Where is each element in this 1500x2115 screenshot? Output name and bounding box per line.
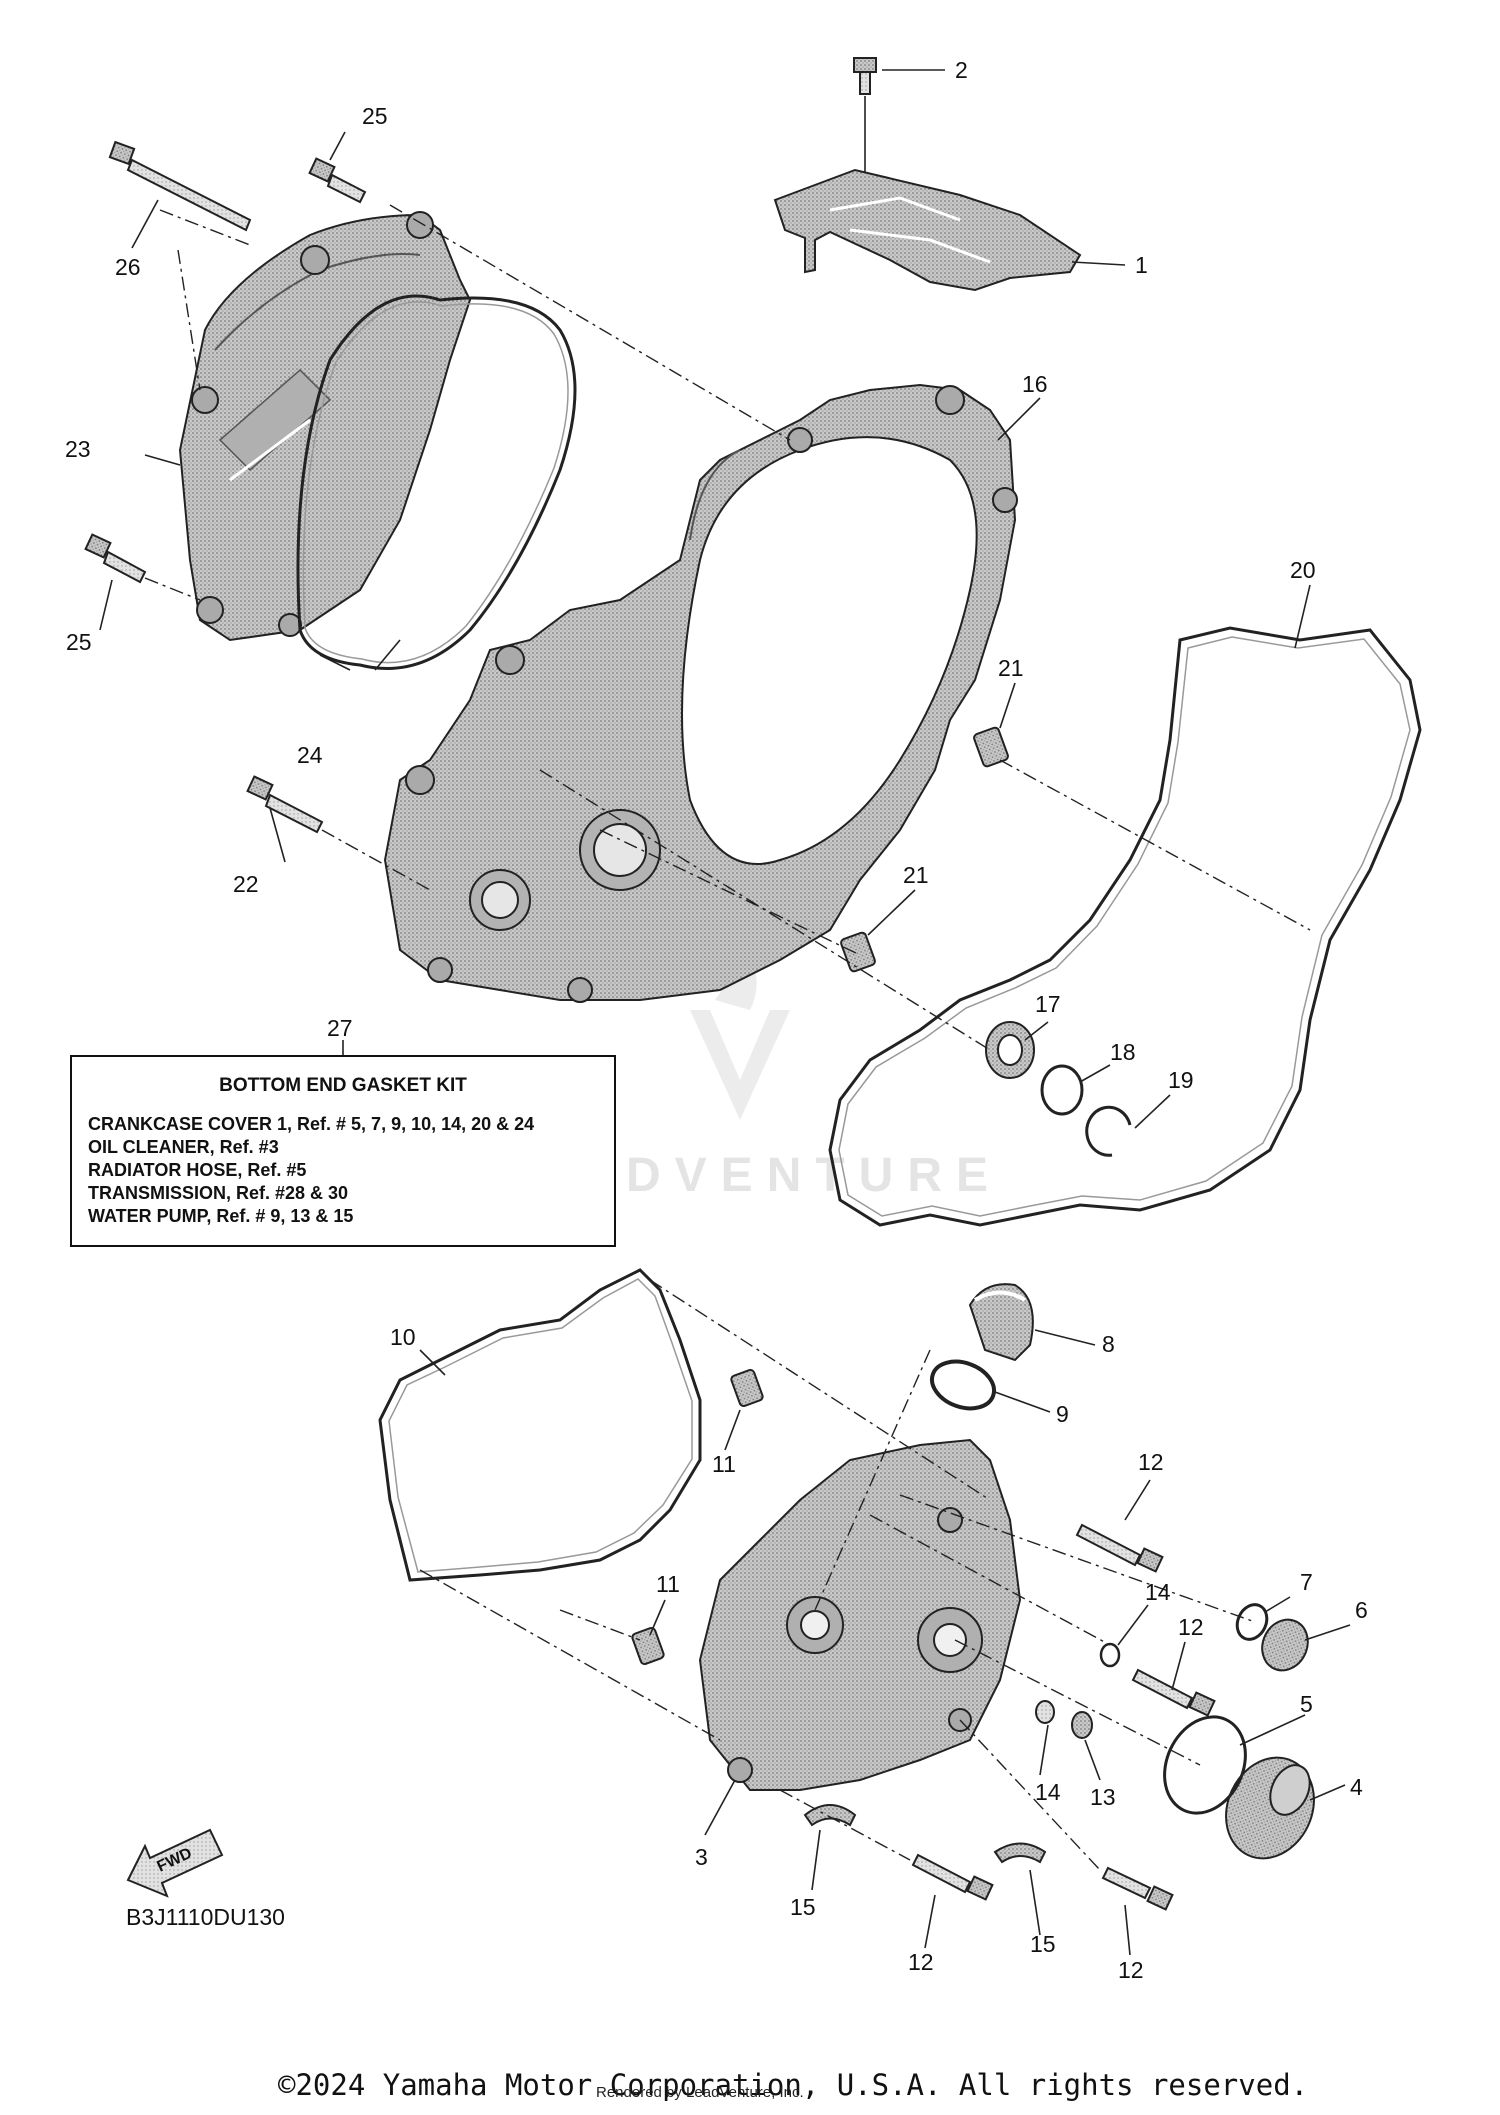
callout: 13 <box>1090 1784 1116 1810</box>
callout: 23 <box>65 436 91 462</box>
callout: 14 <box>1145 1579 1171 1605</box>
kit-title: BOTTOM END GASKET KIT <box>219 1075 467 1096</box>
part-bolt-12-c <box>911 1853 994 1901</box>
callout: 1 <box>1135 252 1148 278</box>
part-bracket <box>773 168 1082 292</box>
part-oring-5 <box>1163 1715 1247 1815</box>
callout: 8 <box>1102 1331 1115 1357</box>
callout: 6 <box>1355 1597 1368 1623</box>
dash-lines <box>144 204 1311 1871</box>
callout: 14 <box>1035 1779 1061 1805</box>
part-dowel-21-lower <box>840 931 876 973</box>
part-pump-cap-4 <box>1225 1756 1315 1860</box>
callout: 9 <box>1056 1401 1069 1427</box>
part-washer-14-upper <box>1099 1642 1121 1668</box>
rendered-by: Rendered by LeadVenture, Inc. <box>596 2084 804 2101</box>
callout: 24 <box>297 742 323 768</box>
part-bolt-12-a <box>1075 1523 1164 1573</box>
kit-line: RADIATOR HOSE, Ref. #5 <box>88 1160 307 1180</box>
callout: 3 <box>695 1844 708 1870</box>
callout: 2 <box>955 57 968 83</box>
callout: 7 <box>1300 1569 1313 1595</box>
part-bolt-12-b <box>1131 1668 1216 1717</box>
part-crankcase-cover <box>383 383 1018 1003</box>
callout: 21 <box>998 655 1024 681</box>
kit-line: WATER PUMP, Ref. # 9, 13 & 15 <box>88 1206 354 1226</box>
part-bolt-26 <box>108 140 252 232</box>
callout: 15 <box>1030 1931 1056 1957</box>
part-oring-9 <box>930 1359 996 1411</box>
part-bolt-25-left <box>84 533 147 584</box>
part-bolt-25-top <box>308 157 367 204</box>
part-washer-13 <box>1071 1711 1093 1739</box>
part-dowel-21-upper <box>973 726 1009 768</box>
part-water-pump-cover <box>698 1438 1022 1791</box>
callout: 18 <box>1110 1039 1136 1065</box>
callout: 19 <box>1168 1067 1194 1093</box>
part-circlip-18 <box>1040 1064 1084 1116</box>
callout: 12 <box>1178 1614 1204 1640</box>
callouts: 2 1 3 4 5 6 7 8 9 10 11 11 12 12 12 12 1… <box>65 57 1368 1983</box>
part-dowel-11-upper <box>730 1368 764 1408</box>
callout: 27 <box>327 1015 353 1041</box>
part-bolt-2 <box>853 57 877 95</box>
part-clamp-15-left <box>803 1804 857 1827</box>
callout: 22 <box>233 871 259 897</box>
callout: 25 <box>362 103 388 129</box>
callout: 20 <box>1290 557 1316 583</box>
part-washer-14-lower <box>1035 1700 1055 1724</box>
part-plug-6 <box>1261 1618 1309 1672</box>
callout: 12 <box>1138 1449 1164 1475</box>
callout: 16 <box>1022 371 1048 397</box>
part-dowel-11-lower <box>631 1626 665 1666</box>
callout: 12 <box>1118 1957 1144 1983</box>
diagram-code: B3J1110DU130 <box>126 1904 285 1930</box>
part-lower-gasket <box>378 1268 702 1582</box>
part-clamp-15-right <box>993 1842 1047 1864</box>
callout: 11 <box>712 1451 736 1477</box>
gasket-kit-box: BOTTOM END GASKET KIT CRANKCASE COVER 1,… <box>70 1055 616 1247</box>
callout: 4 <box>1350 1774 1363 1800</box>
callout: 10 <box>390 1324 416 1350</box>
callout: 15 <box>790 1894 816 1920</box>
leader-lines <box>99 69 1351 1956</box>
part-circlip-19 <box>1085 1105 1132 1157</box>
callout: 25 <box>66 629 92 655</box>
part-clutch-cover <box>178 211 472 642</box>
callout: 17 <box>1035 991 1061 1017</box>
callout: 5 <box>1300 1691 1313 1717</box>
kit-line: OIL CLEANER, Ref. #3 <box>88 1137 279 1157</box>
kit-line: CRANKCASE COVER 1, Ref. # 5, 7, 9, 10, 1… <box>88 1114 535 1134</box>
callout: 11 <box>656 1571 680 1597</box>
callout: 26 <box>115 254 141 280</box>
kit-line: TRANSMISSION, Ref. #28 & 30 <box>88 1183 349 1203</box>
part-oil-seal <box>985 1021 1035 1079</box>
callout: 12 <box>908 1949 934 1975</box>
part-large-gasket <box>828 626 1422 1227</box>
part-plug-8 <box>968 1283 1034 1362</box>
part-cover-gasket <box>296 294 577 670</box>
part-bolt-12-d <box>1101 1866 1174 1911</box>
copyright-notice: ©2024 Yamaha Motor Corporation, U.S.A. A… <box>278 2068 1309 2102</box>
fwd-arrow-icon: FWD <box>126 1828 224 1898</box>
part-bolt-22 <box>246 775 324 834</box>
callout: 21 <box>903 862 929 888</box>
